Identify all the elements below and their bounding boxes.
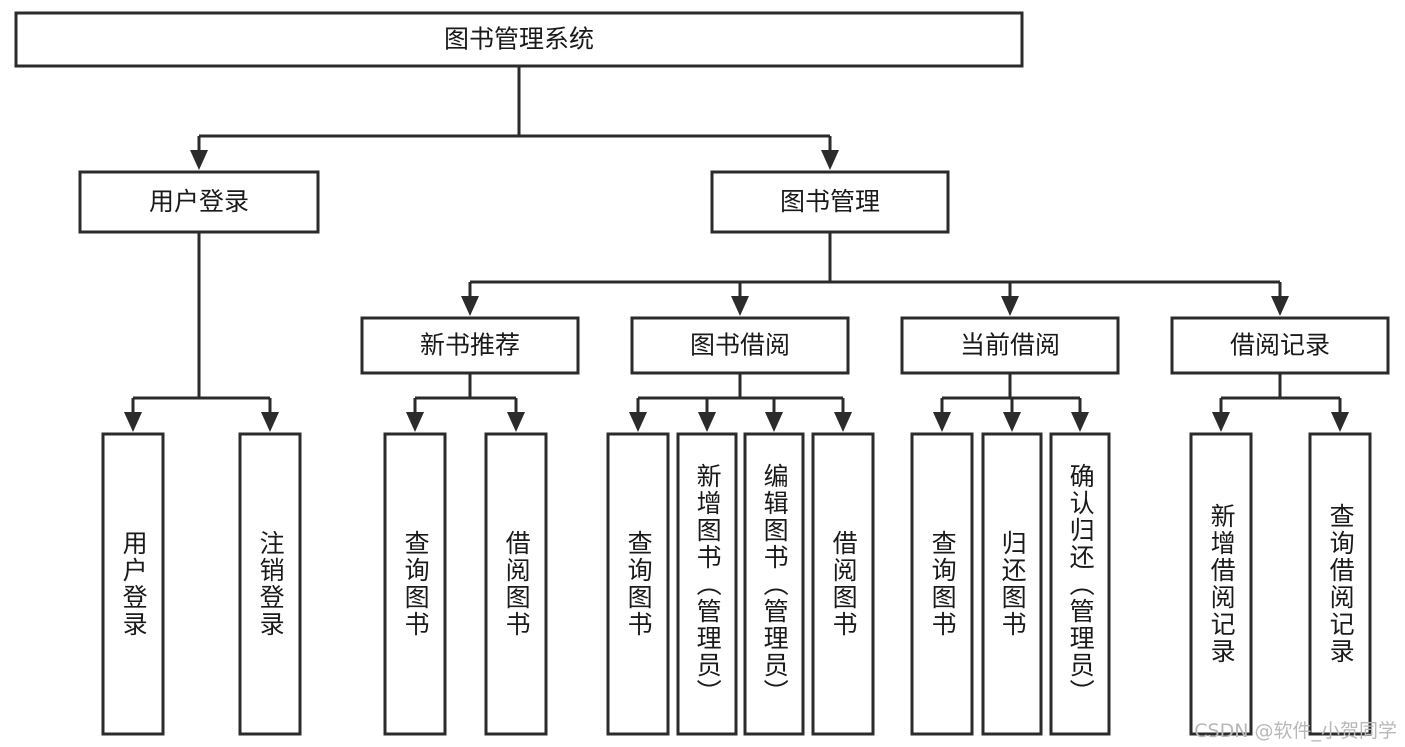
- arrow-head-icon: [1271, 296, 1289, 316]
- node-box-user-login[interactable]: [78, 170, 320, 234]
- node-box-leaf-borrow-book[interactable]: [811, 432, 875, 736]
- node-box-leaf-borrow-book-recommend[interactable]: [484, 432, 548, 736]
- node-label-book-borrow: 图书借阅: [690, 331, 790, 360]
- node-box-leaf-confirm-return-admin[interactable]: [1049, 432, 1111, 736]
- node-box-leaf-add-borrow-record[interactable]: [1189, 432, 1253, 736]
- arrow-head-icon: [1003, 412, 1021, 432]
- arrow-head-icon: [1001, 296, 1019, 316]
- arrow-head-icon: [821, 150, 839, 170]
- arrow-head-icon: [933, 412, 951, 432]
- node-box-leaf-query-book-current[interactable]: [910, 432, 974, 736]
- arrow-head-icon: [124, 412, 142, 432]
- node-box-leaf-edit-book-admin[interactable]: [743, 432, 805, 736]
- arrow-head-icon: [1212, 412, 1230, 432]
- arrow-head-icon: [190, 150, 208, 170]
- arrow-head-icon: [1071, 412, 1089, 432]
- node-label-current-borrow: 当前借阅: [960, 331, 1060, 360]
- arrow-head-icon: [507, 412, 525, 432]
- arrow-head-icon: [461, 296, 479, 316]
- node-label-borrow-record: 借阅记录: [1230, 331, 1330, 360]
- connector-root-to-level2: [190, 66, 839, 170]
- node-box-leaf-return-book[interactable]: [981, 432, 1043, 736]
- node-box-leaf-add-book-admin[interactable]: [676, 432, 738, 736]
- arrow-head-icon: [834, 412, 852, 432]
- arrow-head-icon: [406, 412, 424, 432]
- connector-record-to-leaves: [1212, 373, 1349, 432]
- node-label-root: 图书管理系统: [444, 25, 594, 54]
- connector-layer: [124, 66, 1349, 432]
- node-box-leaf-query-book-recommend[interactable]: [383, 432, 447, 736]
- node-box-root[interactable]: [14, 11, 1024, 68]
- arrow-head-icon: [698, 412, 716, 432]
- node-label-new-book-recommend: 新书推荐: [420, 331, 520, 360]
- arrow-head-icon: [731, 296, 749, 316]
- node-box-leaf-user-login[interactable]: [101, 432, 165, 736]
- connector-userlogin-to-leaves: [124, 232, 279, 432]
- node-box-current-borrow[interactable]: [900, 316, 1120, 375]
- connector-recommend-to-leaves: [406, 373, 525, 432]
- connector-bookmgmt-to-level3: [461, 232, 1289, 316]
- node-box-borrow-record[interactable]: [1170, 316, 1390, 375]
- arrow-head-icon: [765, 412, 783, 432]
- node-box-leaf-query-borrow-record[interactable]: [1308, 432, 1372, 736]
- node-label-book-management: 图书管理: [780, 187, 880, 216]
- node-box-layer: [14, 11, 1390, 736]
- node-label-user-login: 用户登录: [149, 187, 249, 216]
- connector-borrow-to-leaves: [629, 373, 852, 432]
- node-box-book-borrow[interactable]: [630, 316, 850, 375]
- connector-current-to-leaves: [933, 373, 1089, 432]
- node-box-leaf-logout[interactable]: [238, 432, 302, 736]
- arrow-head-icon: [629, 412, 647, 432]
- arrow-head-icon: [261, 412, 279, 432]
- node-box-book-management[interactable]: [710, 170, 950, 234]
- arrow-head-icon: [1331, 412, 1349, 432]
- node-box-leaf-query-book-borrow[interactable]: [606, 432, 670, 736]
- node-box-new-book-recommend[interactable]: [360, 316, 580, 375]
